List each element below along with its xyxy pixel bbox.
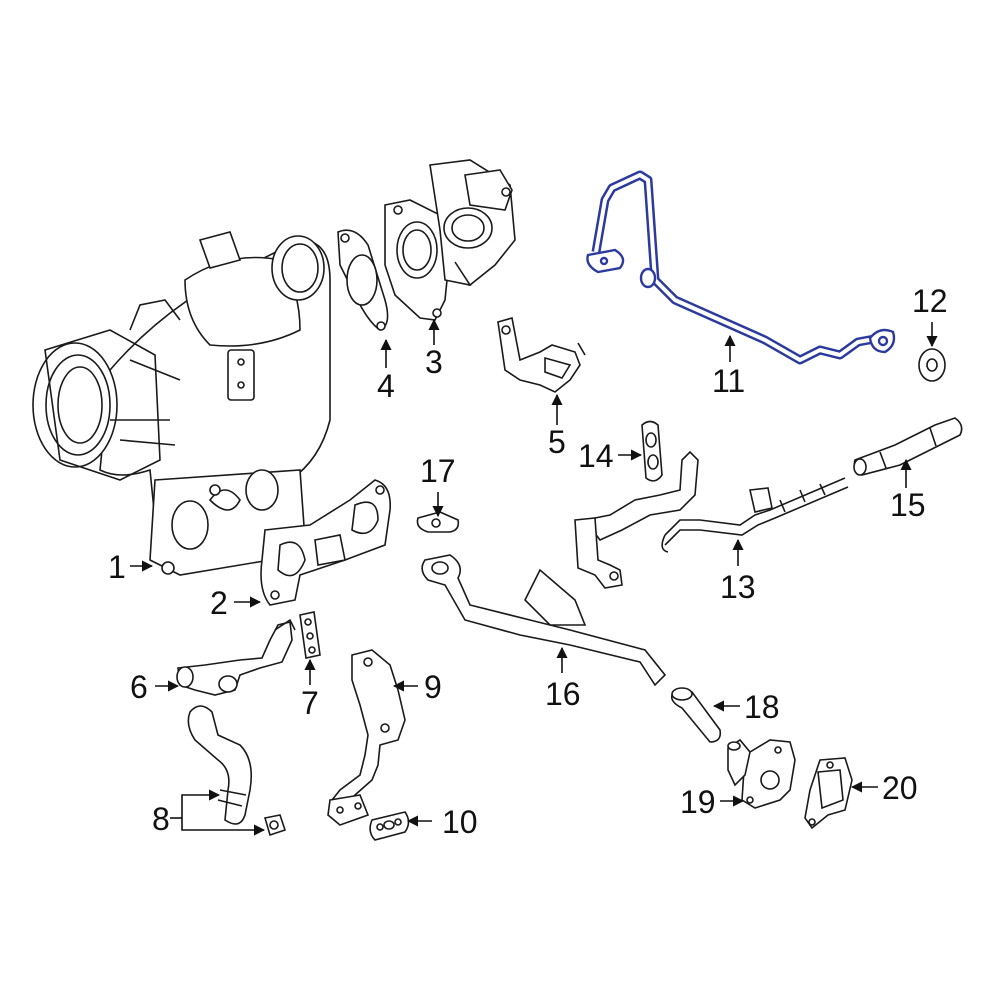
callout-2: 2 [210, 585, 228, 621]
callout-numbers: 1 2 3 4 5 6 7 8 9 10 11 12 13 14 15 16 1… [108, 283, 948, 840]
callout-10: 10 [442, 804, 478, 840]
oil-return-gasket[interactable] [370, 812, 408, 840]
callout-9: 9 [424, 669, 442, 705]
coolant-pipe-gasket[interactable] [642, 422, 662, 481]
callout-1: 1 [108, 549, 126, 585]
coolant-return-pipe[interactable] [422, 555, 665, 685]
callout-17: 17 [420, 453, 456, 489]
callout-11: 11 [712, 363, 745, 399]
heat-shield[interactable] [805, 758, 852, 828]
callout-15: 15 [890, 487, 926, 523]
small-gasket[interactable] [300, 612, 320, 658]
callout-14: 14 [578, 438, 614, 474]
coolant-pipe-fitting[interactable] [177, 620, 295, 695]
valve-gasket[interactable] [338, 230, 388, 330]
oil-feed-pipe-highlighted[interactable] [587, 175, 894, 360]
callout-16: 16 [545, 676, 581, 712]
exhaust-manifold-gasket[interactable] [261, 480, 390, 605]
pipe-sleeve[interactable] [854, 418, 962, 475]
coolant-flange[interactable] [728, 740, 795, 808]
callout-18: 18 [744, 689, 780, 725]
callout-7: 7 [301, 685, 319, 721]
oil-return-pipe[interactable] [328, 650, 405, 825]
connector-hose[interactable] [672, 688, 721, 742]
callout-5: 5 [548, 424, 566, 460]
callout-12: 12 [912, 283, 948, 319]
coolant-hose[interactable] [188, 706, 285, 835]
sealing-washer[interactable] [919, 349, 945, 381]
callout-3: 3 [425, 344, 443, 380]
callout-4: 4 [377, 368, 395, 404]
callout-leaders [130, 318, 938, 836]
valve-housing[interactable] [385, 160, 515, 320]
coolant-supply-pipe[interactable] [575, 452, 848, 588]
callout-19: 19 [680, 784, 716, 820]
turbocharger-assembly[interactable] [33, 232, 330, 575]
callout-6: 6 [130, 669, 148, 705]
callout-20: 20 [882, 770, 918, 806]
mounting-bracket[interactable] [498, 318, 585, 392]
callout-8: 8 [152, 801, 170, 837]
callout-13: 13 [720, 569, 756, 605]
pipe-clip[interactable] [417, 512, 458, 532]
